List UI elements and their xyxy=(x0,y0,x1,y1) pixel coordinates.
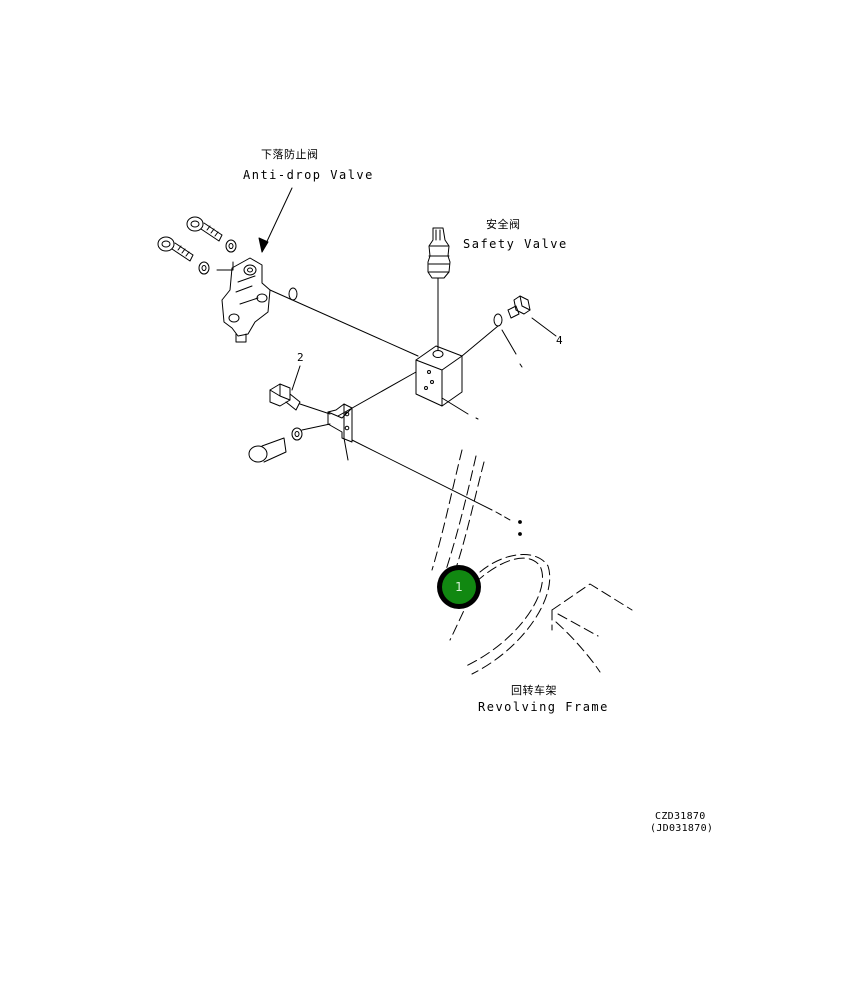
anti-drop-bolt-lower[interactable] xyxy=(157,236,194,262)
anti-drop-bolt-upper[interactable] xyxy=(186,216,223,242)
part-number-4: 4 xyxy=(556,334,563,347)
anti-drop-valve-leader xyxy=(258,187,293,253)
plug-bolt-4[interactable] xyxy=(461,295,557,368)
part-number-2: 2 xyxy=(297,351,304,364)
lower-washer[interactable] xyxy=(291,427,303,441)
safety-valve-label-cn: 安全阀 xyxy=(486,218,521,231)
part-marker-1[interactable]: 1 xyxy=(437,565,481,609)
anti-drop-washer-lower[interactable] xyxy=(198,261,210,275)
anti-drop-valve-label-cn: 下落防止阀 xyxy=(261,148,319,161)
valve-mounting-block[interactable] xyxy=(415,345,479,420)
anti-drop-valve[interactable] xyxy=(216,257,271,343)
plug-o-ring[interactable] xyxy=(493,313,503,327)
part-marker-label: 1 xyxy=(455,580,463,594)
anti-drop-valve-label-en: Anti-drop Valve xyxy=(243,168,374,182)
bolt-2[interactable] xyxy=(269,365,331,415)
revolving-frame-outline xyxy=(431,449,633,675)
safety-valve[interactable] xyxy=(427,227,451,351)
drawing-code: CZD31870 xyxy=(655,811,706,822)
part-marker-badge: 1 xyxy=(442,570,476,604)
drawing-code-alt: (JD031870) xyxy=(650,823,714,834)
lower-bolt[interactable] xyxy=(248,437,287,463)
anti-drop-washer-upper[interactable] xyxy=(225,239,237,253)
revolving-frame-label-cn: 回转车架 xyxy=(511,684,557,697)
safety-valve-label-en: Safety Valve xyxy=(463,237,568,251)
mounting-bracket[interactable] xyxy=(327,403,353,461)
anti-drop-o-ring[interactable] xyxy=(288,287,298,301)
revolving-frame-label-en: Revolving Frame xyxy=(478,700,609,714)
